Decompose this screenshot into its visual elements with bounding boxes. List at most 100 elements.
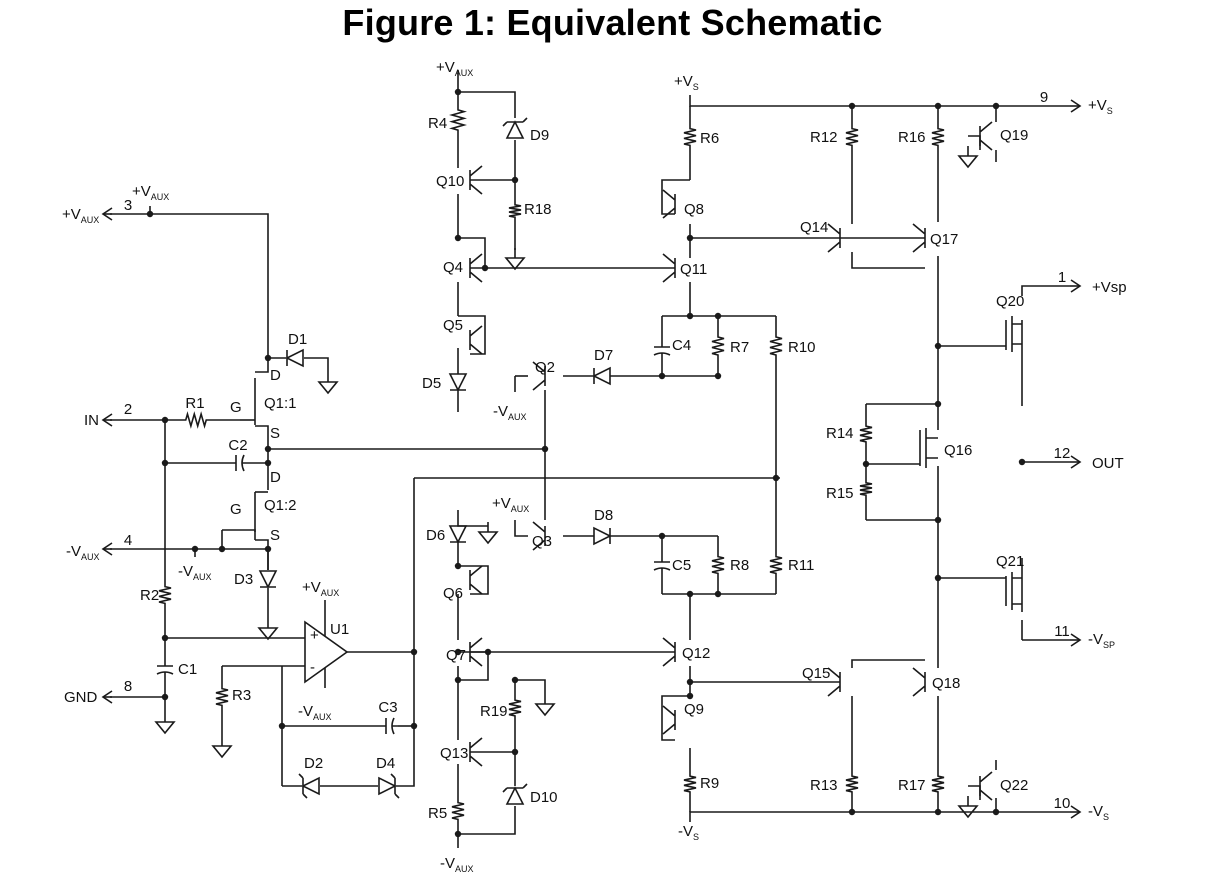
diode-d7 xyxy=(592,366,611,386)
label: Q1:2 xyxy=(264,497,297,514)
label: Q22 xyxy=(1000,777,1028,794)
label: D6 xyxy=(426,527,445,544)
junction-dot xyxy=(454,648,462,656)
label: R17 xyxy=(898,777,926,794)
junction-dot xyxy=(278,722,286,730)
label: D7 xyxy=(594,347,613,364)
label: R11 xyxy=(788,557,814,574)
wire xyxy=(211,736,233,759)
label: R3 xyxy=(232,687,251,704)
label: Q21 xyxy=(996,553,1024,570)
wire xyxy=(458,565,489,595)
label: Q13 xyxy=(440,745,468,762)
label: Q11 xyxy=(680,261,707,278)
transistor-q6 xyxy=(469,565,483,595)
wire xyxy=(689,95,1070,107)
transistor-q11 xyxy=(662,253,676,283)
diode-d5 xyxy=(448,373,468,392)
pin-number: 10 xyxy=(1054,795,1071,812)
transistor-q10 xyxy=(469,165,483,195)
junction-dot xyxy=(934,808,942,816)
label: G xyxy=(230,399,242,416)
resistor-r13 xyxy=(845,770,859,798)
label: R8 xyxy=(730,557,749,574)
transistor-q20 xyxy=(1005,316,1022,352)
wire xyxy=(514,520,528,537)
pin-name: OUT xyxy=(1092,455,1124,472)
transistor-q18 xyxy=(912,667,926,697)
resistor-r8 xyxy=(711,550,725,580)
transistor-q19 xyxy=(979,121,993,151)
junction-dot xyxy=(658,532,666,540)
junction-dot xyxy=(511,176,519,184)
label: R16 xyxy=(898,129,926,146)
wire xyxy=(110,213,269,358)
wire xyxy=(457,510,488,527)
pin-name: +Vsp xyxy=(1092,279,1127,296)
junction-dot xyxy=(511,748,519,756)
label: D xyxy=(270,367,281,384)
junction-dot xyxy=(454,830,462,838)
resistor-r1 xyxy=(180,411,212,429)
diode-d10 xyxy=(502,783,528,805)
label: Q12 xyxy=(682,645,710,662)
supply-label: +VAUX xyxy=(132,183,169,202)
resistor-r4 xyxy=(449,102,467,138)
label: R7 xyxy=(730,339,749,356)
diode-d9 xyxy=(502,117,528,139)
label: Q4 xyxy=(443,259,463,276)
junction-dot xyxy=(454,234,462,242)
wire xyxy=(957,146,979,169)
label: S xyxy=(270,527,280,544)
junction-dot xyxy=(511,676,519,684)
label: Q6 xyxy=(443,585,463,602)
supply-label: -VAUX xyxy=(178,563,212,582)
label: G xyxy=(230,501,242,518)
junction-dot xyxy=(934,102,942,110)
junction-dot xyxy=(686,678,694,686)
wire xyxy=(457,70,516,118)
wire xyxy=(968,135,981,150)
junction-dot xyxy=(862,460,870,468)
supply-label: +VAUX xyxy=(492,495,529,514)
pin-number: 9 xyxy=(1040,89,1048,106)
junction-dot xyxy=(264,354,272,362)
transistor-q14 xyxy=(827,223,841,253)
supply-label: +VAUX xyxy=(302,579,339,598)
label: Q8 xyxy=(684,201,704,218)
junction-dot xyxy=(686,234,694,242)
junction-dot xyxy=(264,445,272,453)
junction-dot xyxy=(934,516,942,524)
transistor-q4 xyxy=(469,253,483,283)
transistor-q13 xyxy=(469,737,483,767)
junction-dot xyxy=(454,88,462,96)
pin-number: 2 xyxy=(124,401,132,418)
label: + xyxy=(310,627,319,644)
junction-dot xyxy=(714,590,722,598)
capacitor-c4 xyxy=(653,342,671,358)
label: Q20 xyxy=(996,293,1024,310)
label: Q14 xyxy=(800,219,828,236)
label: D9 xyxy=(530,127,549,144)
junction-dot xyxy=(1018,458,1026,466)
capacitor-c2 xyxy=(230,454,248,472)
label: Q5 xyxy=(443,317,463,334)
figure-title: Figure 1: Equivalent Schematic xyxy=(342,2,883,43)
junction-dot xyxy=(686,590,694,598)
label: Q1:1 xyxy=(264,395,297,412)
label: C5 xyxy=(672,557,691,574)
transistor-q3 xyxy=(532,521,546,551)
resistor-r16 xyxy=(931,122,945,152)
resistor-r10 xyxy=(769,330,783,362)
label: S xyxy=(270,425,280,442)
transistor-q12 xyxy=(662,637,676,667)
transistor-q22 xyxy=(979,771,993,801)
label: R6 xyxy=(700,130,719,147)
junction-dot xyxy=(714,372,722,380)
label: D xyxy=(270,469,281,486)
wire xyxy=(477,522,499,545)
wire xyxy=(304,357,329,372)
label: R12 xyxy=(810,129,838,146)
wire xyxy=(515,679,546,694)
wire xyxy=(1021,285,1070,296)
